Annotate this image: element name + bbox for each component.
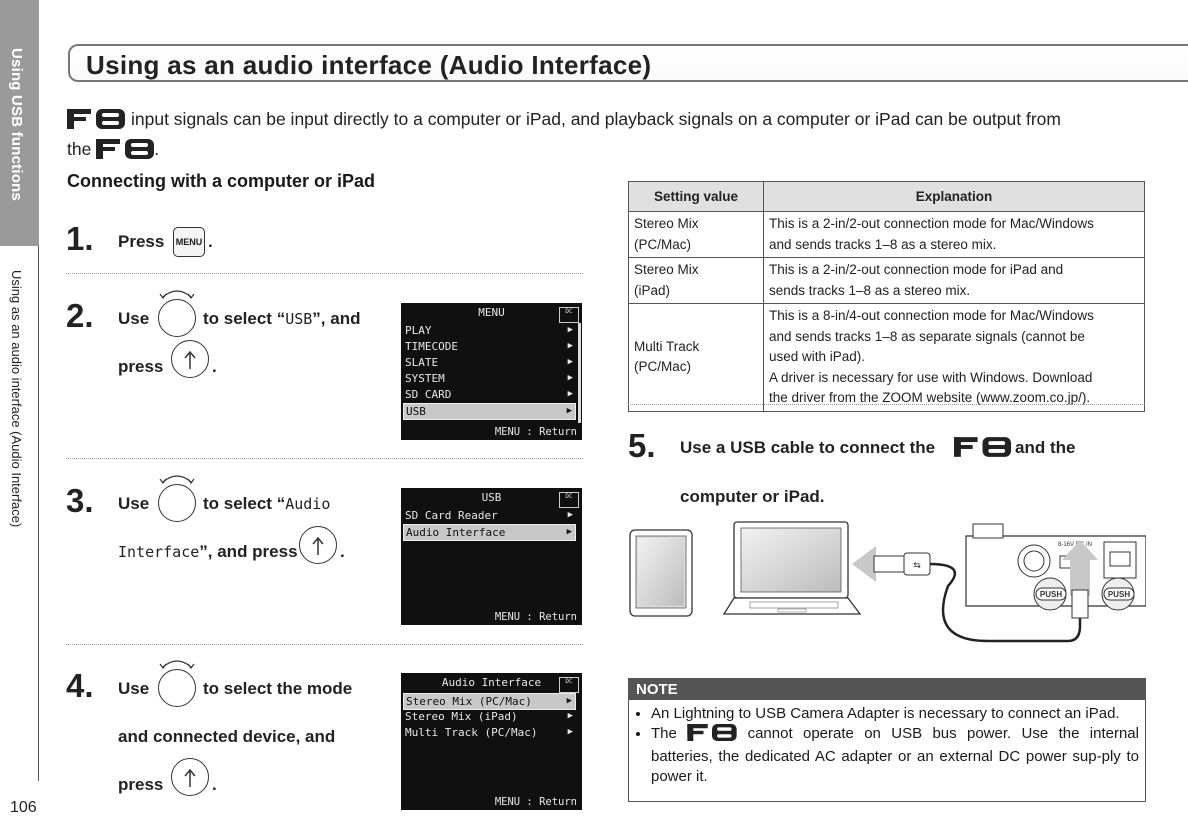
step-5-line-2: computer or iPad. bbox=[680, 487, 825, 506]
divider bbox=[66, 644, 583, 645]
subheading: Connecting with a computer or iPad bbox=[67, 171, 376, 191]
table-cell: This is a 2-in/2-out connection mode for… bbox=[763, 257, 1145, 304]
section-tab-label: Using USB functions bbox=[8, 48, 25, 201]
step-1-number: 1. bbox=[66, 220, 94, 257]
table-row: Stereo Mix(iPad) This is a 2-in/2-out co… bbox=[628, 257, 1145, 304]
step-4-end: . bbox=[212, 775, 217, 794]
step-2-press: press bbox=[118, 357, 164, 376]
step-4-number: 4. bbox=[66, 667, 94, 704]
step-4-press: press bbox=[118, 775, 164, 794]
f8-logo-icon bbox=[954, 437, 1011, 462]
svg-text:⇆: ⇆ bbox=[913, 560, 921, 570]
intro-text-3: . bbox=[154, 139, 160, 159]
step-4-line-2: and connected device, and bbox=[118, 727, 336, 746]
intro-paragraph: input signals can be input directly to a… bbox=[67, 106, 1157, 166]
step-4-use: Use bbox=[118, 679, 150, 698]
f8-logo-icon bbox=[67, 109, 125, 136]
battery-icon: DC bbox=[559, 677, 579, 693]
topic-tab: Using as an audio interface (Audio Inter… bbox=[0, 246, 39, 781]
rotate-arrows-icon bbox=[159, 660, 195, 669]
step-3-number: 3. bbox=[66, 482, 94, 519]
divider bbox=[628, 404, 1145, 405]
dial-icon bbox=[158, 299, 196, 337]
dial-icon bbox=[158, 669, 196, 707]
step-2-use: Use bbox=[118, 309, 150, 328]
svg-text:8-16V DC IN: 8-16V DC IN bbox=[1058, 542, 1092, 548]
dial-icon bbox=[158, 484, 196, 522]
table-cell: This is a 8-in/4-out connection mode for… bbox=[763, 303, 1145, 412]
step-1-press: Press bbox=[118, 232, 165, 251]
table-header: Explanation bbox=[763, 181, 1145, 212]
note-heading: NOTE bbox=[629, 679, 1145, 700]
intro-text-2: the bbox=[67, 139, 92, 159]
table-row: Multi Track(PC/Mac) This is a 8-in/4-out… bbox=[628, 303, 1145, 412]
step-1-end: . bbox=[208, 232, 213, 251]
step-2-number: 2. bbox=[66, 297, 94, 334]
connection-illustration: ⇆ 8-16V DC IN PUSH PUSH bbox=[629, 521, 1146, 643]
note-item-1: An Lightning to USB Camera Adapter is ne… bbox=[651, 704, 1139, 724]
rotate-arrows-icon bbox=[159, 475, 195, 484]
f8-logo-icon bbox=[96, 139, 155, 166]
rotate-arrows-icon bbox=[159, 290, 195, 299]
svg-text:PUSH: PUSH bbox=[1040, 590, 1062, 599]
push-dial-icon bbox=[171, 758, 209, 796]
step-3-use: Use bbox=[118, 494, 150, 513]
svg-text:PUSH: PUSH bbox=[1108, 590, 1130, 599]
note-item-2: The cannot operate on USB bus power. Use… bbox=[651, 724, 1139, 787]
step-2-end: . bbox=[212, 357, 217, 376]
title-bar: Using as an audio interface (Audio Inter… bbox=[68, 44, 1188, 82]
step-3-instruction-2: Interface”, and press bbox=[118, 542, 298, 561]
battery-icon: DC bbox=[559, 307, 579, 323]
divider bbox=[66, 273, 583, 274]
f8-logo-icon bbox=[687, 724, 737, 747]
f8-device-icon: 8-16V DC IN PUSH PUSH bbox=[965, 523, 1146, 619]
table-header-row: Setting value Explanation bbox=[628, 181, 1145, 212]
table-cell: This is a 2-in/2-out connection mode for… bbox=[763, 211, 1145, 258]
page-number: 106 bbox=[10, 799, 37, 816]
divider bbox=[66, 458, 583, 459]
push-dial-icon bbox=[171, 340, 209, 378]
table-header: Setting value bbox=[628, 181, 764, 212]
menu-screen: MENU DC PLAY▶ TIMECODE▶ SLATE▶ SYSTEM▶ S… bbox=[401, 303, 582, 440]
note-box: NOTE An Lightning to USB Camera Adapter … bbox=[628, 678, 1146, 802]
step-5-line-1a: Use a USB cable to connect the bbox=[680, 438, 936, 457]
step-3-instruction: to select “Audio bbox=[203, 494, 331, 513]
page-title: Using as an audio interface (Audio Inter… bbox=[86, 50, 652, 80]
step-3-end: . bbox=[340, 542, 345, 561]
section-tab: Using USB functions bbox=[0, 0, 39, 246]
audio-interface-screen: Audio Interface DC Stereo Mix (PC/Mac)▶ … bbox=[401, 673, 582, 810]
step-5-number: 5. bbox=[628, 427, 656, 464]
ipad-icon bbox=[629, 529, 693, 617]
step-4-line-1: to select the mode bbox=[203, 679, 353, 698]
step-5-line-1b: and the bbox=[1015, 438, 1076, 457]
topic-tab-label: Using as an audio interface (Audio Inter… bbox=[9, 270, 24, 528]
table-cell: Stereo Mix(iPad) bbox=[628, 257, 764, 304]
settings-table: Setting value Explanation Stereo Mix(PC/… bbox=[628, 181, 1145, 412]
step-2-instruction: to select “USB”, and bbox=[203, 309, 361, 328]
table-cell: Stereo Mix(PC/Mac) bbox=[628, 211, 764, 258]
usb-screen: USB DC SD Card Reader▶ Audio Interface▶ … bbox=[401, 488, 582, 625]
menu-key-icon: MENU bbox=[173, 227, 205, 257]
table-row: Stereo Mix(PC/Mac) This is a 2-in/2-out … bbox=[628, 211, 1145, 258]
laptop-icon bbox=[722, 521, 862, 615]
table-cell: Multi Track(PC/Mac) bbox=[628, 303, 764, 412]
battery-icon: DC bbox=[559, 492, 579, 508]
push-dial-icon bbox=[299, 526, 337, 564]
intro-text-1: input signals can be input directly to a… bbox=[131, 109, 1061, 129]
